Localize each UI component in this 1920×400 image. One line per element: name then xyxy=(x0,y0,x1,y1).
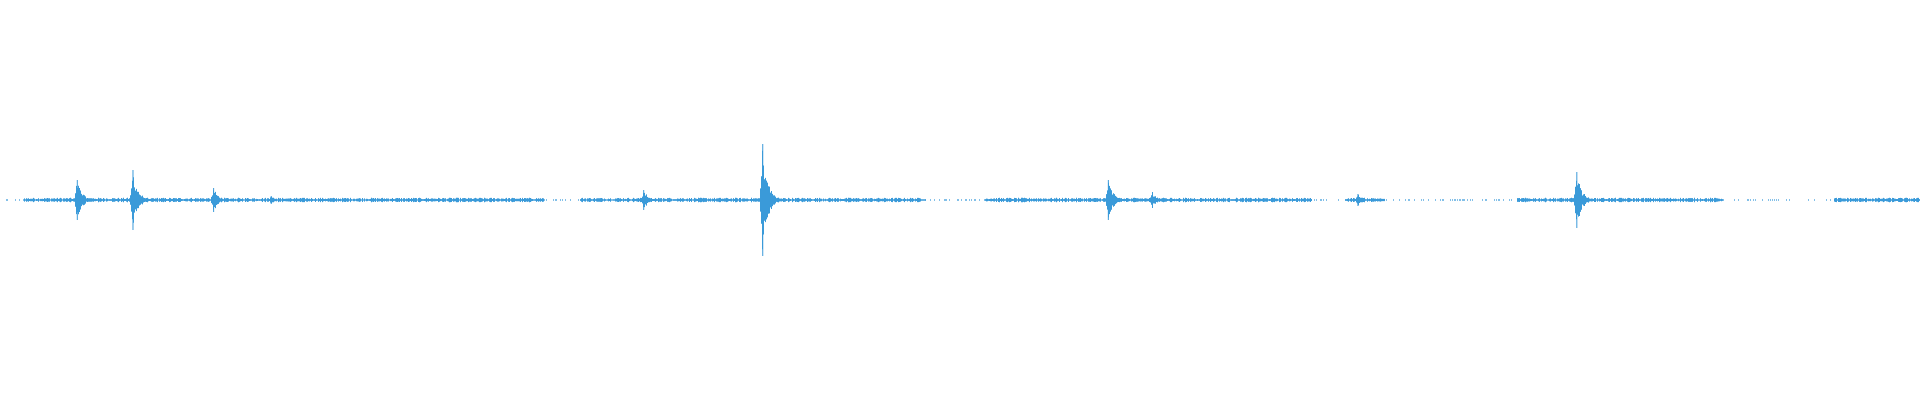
waveform-trace xyxy=(6,150,1920,250)
waveform-samples xyxy=(6,144,1920,256)
